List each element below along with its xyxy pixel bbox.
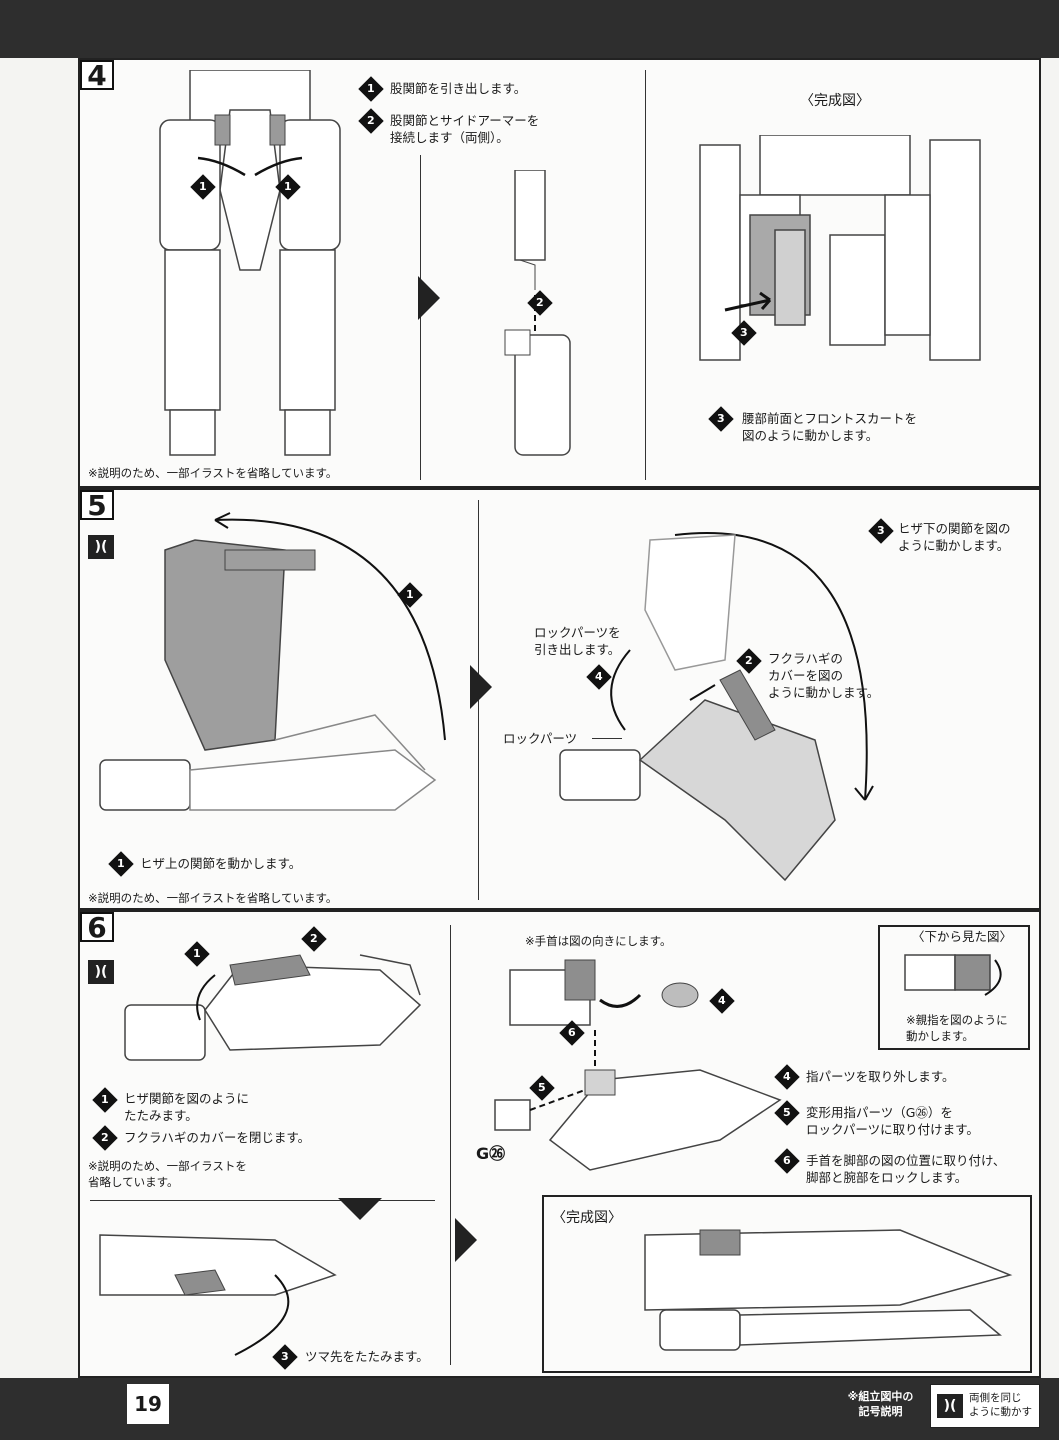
instr-badge-4: 4 [774, 1063, 804, 1090]
step-5-instruction-2: フクラハギの カバーを図の ように動かします。 [768, 651, 880, 700]
step-6-instruction-2: フクラハギのカバーを閉じます。 [124, 1130, 311, 1145]
fold-toe-illustration [95, 1215, 355, 1365]
step-6-instruction-6: 手首を脚部の図の位置に取り付け、 脚部と腕部をロックします。 [806, 1153, 1006, 1185]
leader-line [592, 738, 622, 739]
instr-badge-6: 6 [774, 1147, 804, 1174]
hip-joint-illustration [490, 169, 590, 460]
step-6-instruction-3: ツマ先をたたみます。 [305, 1349, 429, 1364]
knee-joint-illustration [95, 510, 455, 840]
calf-lock-illustration [555, 520, 915, 890]
step-number: 4 [80, 60, 114, 90]
step-4-instruction-2: 股関節とサイドアーマーを 接続します（両側）。 [390, 113, 540, 145]
step-4-note: ※説明のため、一部イラストを省略しています。 [88, 466, 338, 480]
step-6-instruction-1: ヒザ関節を図のように たたみます。 [124, 1091, 250, 1123]
badge-4: 4 [586, 663, 616, 690]
part-label-g26: G㉖ [476, 1144, 506, 1163]
instr-badge-2: 2 [358, 107, 388, 134]
instr-badge-2: 2 [736, 647, 766, 674]
step-5-instruction-3: ヒザ下の関節を図の ように動かします。 [898, 521, 1011, 553]
fold-knee-illustration [120, 935, 440, 1085]
badge-1: 1 [397, 581, 427, 608]
legs-illustration [150, 69, 350, 460]
instr-badge-1: 1 [108, 850, 138, 877]
wrist-attach-illustration [490, 950, 790, 1180]
instr-badge-3: 3 [868, 517, 898, 544]
step-5-instruction-1: ヒザ上の関節を動かします。 [140, 856, 302, 871]
lock-parts-label: ロックパーツ [503, 731, 578, 746]
instr-badge-3: 3 [708, 405, 738, 432]
thumb-note: ※親指を図のように 動かします。 [906, 1013, 1008, 1043]
wrist-note: ※手首は図の向きにします。 [525, 934, 672, 948]
step-6-instruction-5: 変形用指パーツ（G㉖）を ロックパーツに取り付けます。 [806, 1105, 979, 1137]
badge-1: 1 [275, 173, 305, 200]
step-4-instruction-3: 腰部前面とフロントスカートを 図のように動かします。 [742, 411, 918, 443]
badge-1: 1 [190, 173, 220, 200]
legend-box: )( 両側を同じ ように動かす [930, 1384, 1040, 1428]
right-arrow-icon [470, 665, 492, 709]
instr-badge-1: 1 [358, 75, 388, 102]
legend-title: ※組立図中の 記号説明 [847, 1390, 914, 1418]
step-number: 5 [80, 490, 114, 520]
bottom-view-label: 〈下から見た図〉 [912, 929, 1013, 944]
page-number: 19 [127, 1384, 169, 1424]
down-arrow-icon [338, 1198, 382, 1220]
complete-waist-illustration [690, 134, 990, 365]
badge-5: 5 [529, 1074, 559, 1101]
instr-badge-5: 5 [774, 1099, 804, 1126]
right-arrow-icon [418, 276, 440, 320]
step-5-note: ※説明のため、一部イラストを省略しています。 [88, 891, 338, 905]
both-sides-symbol: )( [88, 960, 114, 984]
step-4-instruction-1: 股関節を引き出します。 [390, 81, 527, 96]
step-5-instruction-4: ロックパーツを 引き出します。 [534, 625, 621, 657]
instr-badge-2: 2 [92, 1124, 122, 1151]
complete-view-label: 〈完成図〉 [552, 1210, 622, 1226]
legend-text: 両側を同じ ように動かす [969, 1392, 1032, 1418]
step-number: 6 [80, 912, 114, 942]
badge-6: 6 [559, 1019, 589, 1046]
right-arrow-icon [455, 1218, 477, 1262]
instr-badge-3: 3 [272, 1343, 302, 1370]
divider [450, 925, 451, 1365]
top-bar [0, 0, 1059, 58]
step-6-note: ※説明のため、一部イラストを 省略しています。 [88, 1159, 247, 1189]
badge-2: 2 [527, 289, 557, 316]
badge-1: 1 [184, 940, 214, 967]
divider [645, 70, 646, 480]
instr-badge-1: 1 [92, 1086, 122, 1113]
badge-3: 3 [731, 319, 761, 346]
bottom-bar [0, 1378, 1059, 1440]
both-sides-symbol: )( [937, 1394, 963, 1418]
badge-4: 4 [709, 987, 739, 1014]
both-sides-symbol: )( [88, 535, 114, 559]
complete-view-label: 〈完成図〉 [800, 93, 870, 109]
wrist-bottom-illustration [900, 950, 1015, 1000]
complete-leg-illustration [640, 1215, 1020, 1370]
badge-2: 2 [301, 925, 331, 952]
divider [90, 1200, 435, 1201]
step-6-instruction-4: 指パーツを取り外します。 [806, 1069, 955, 1084]
